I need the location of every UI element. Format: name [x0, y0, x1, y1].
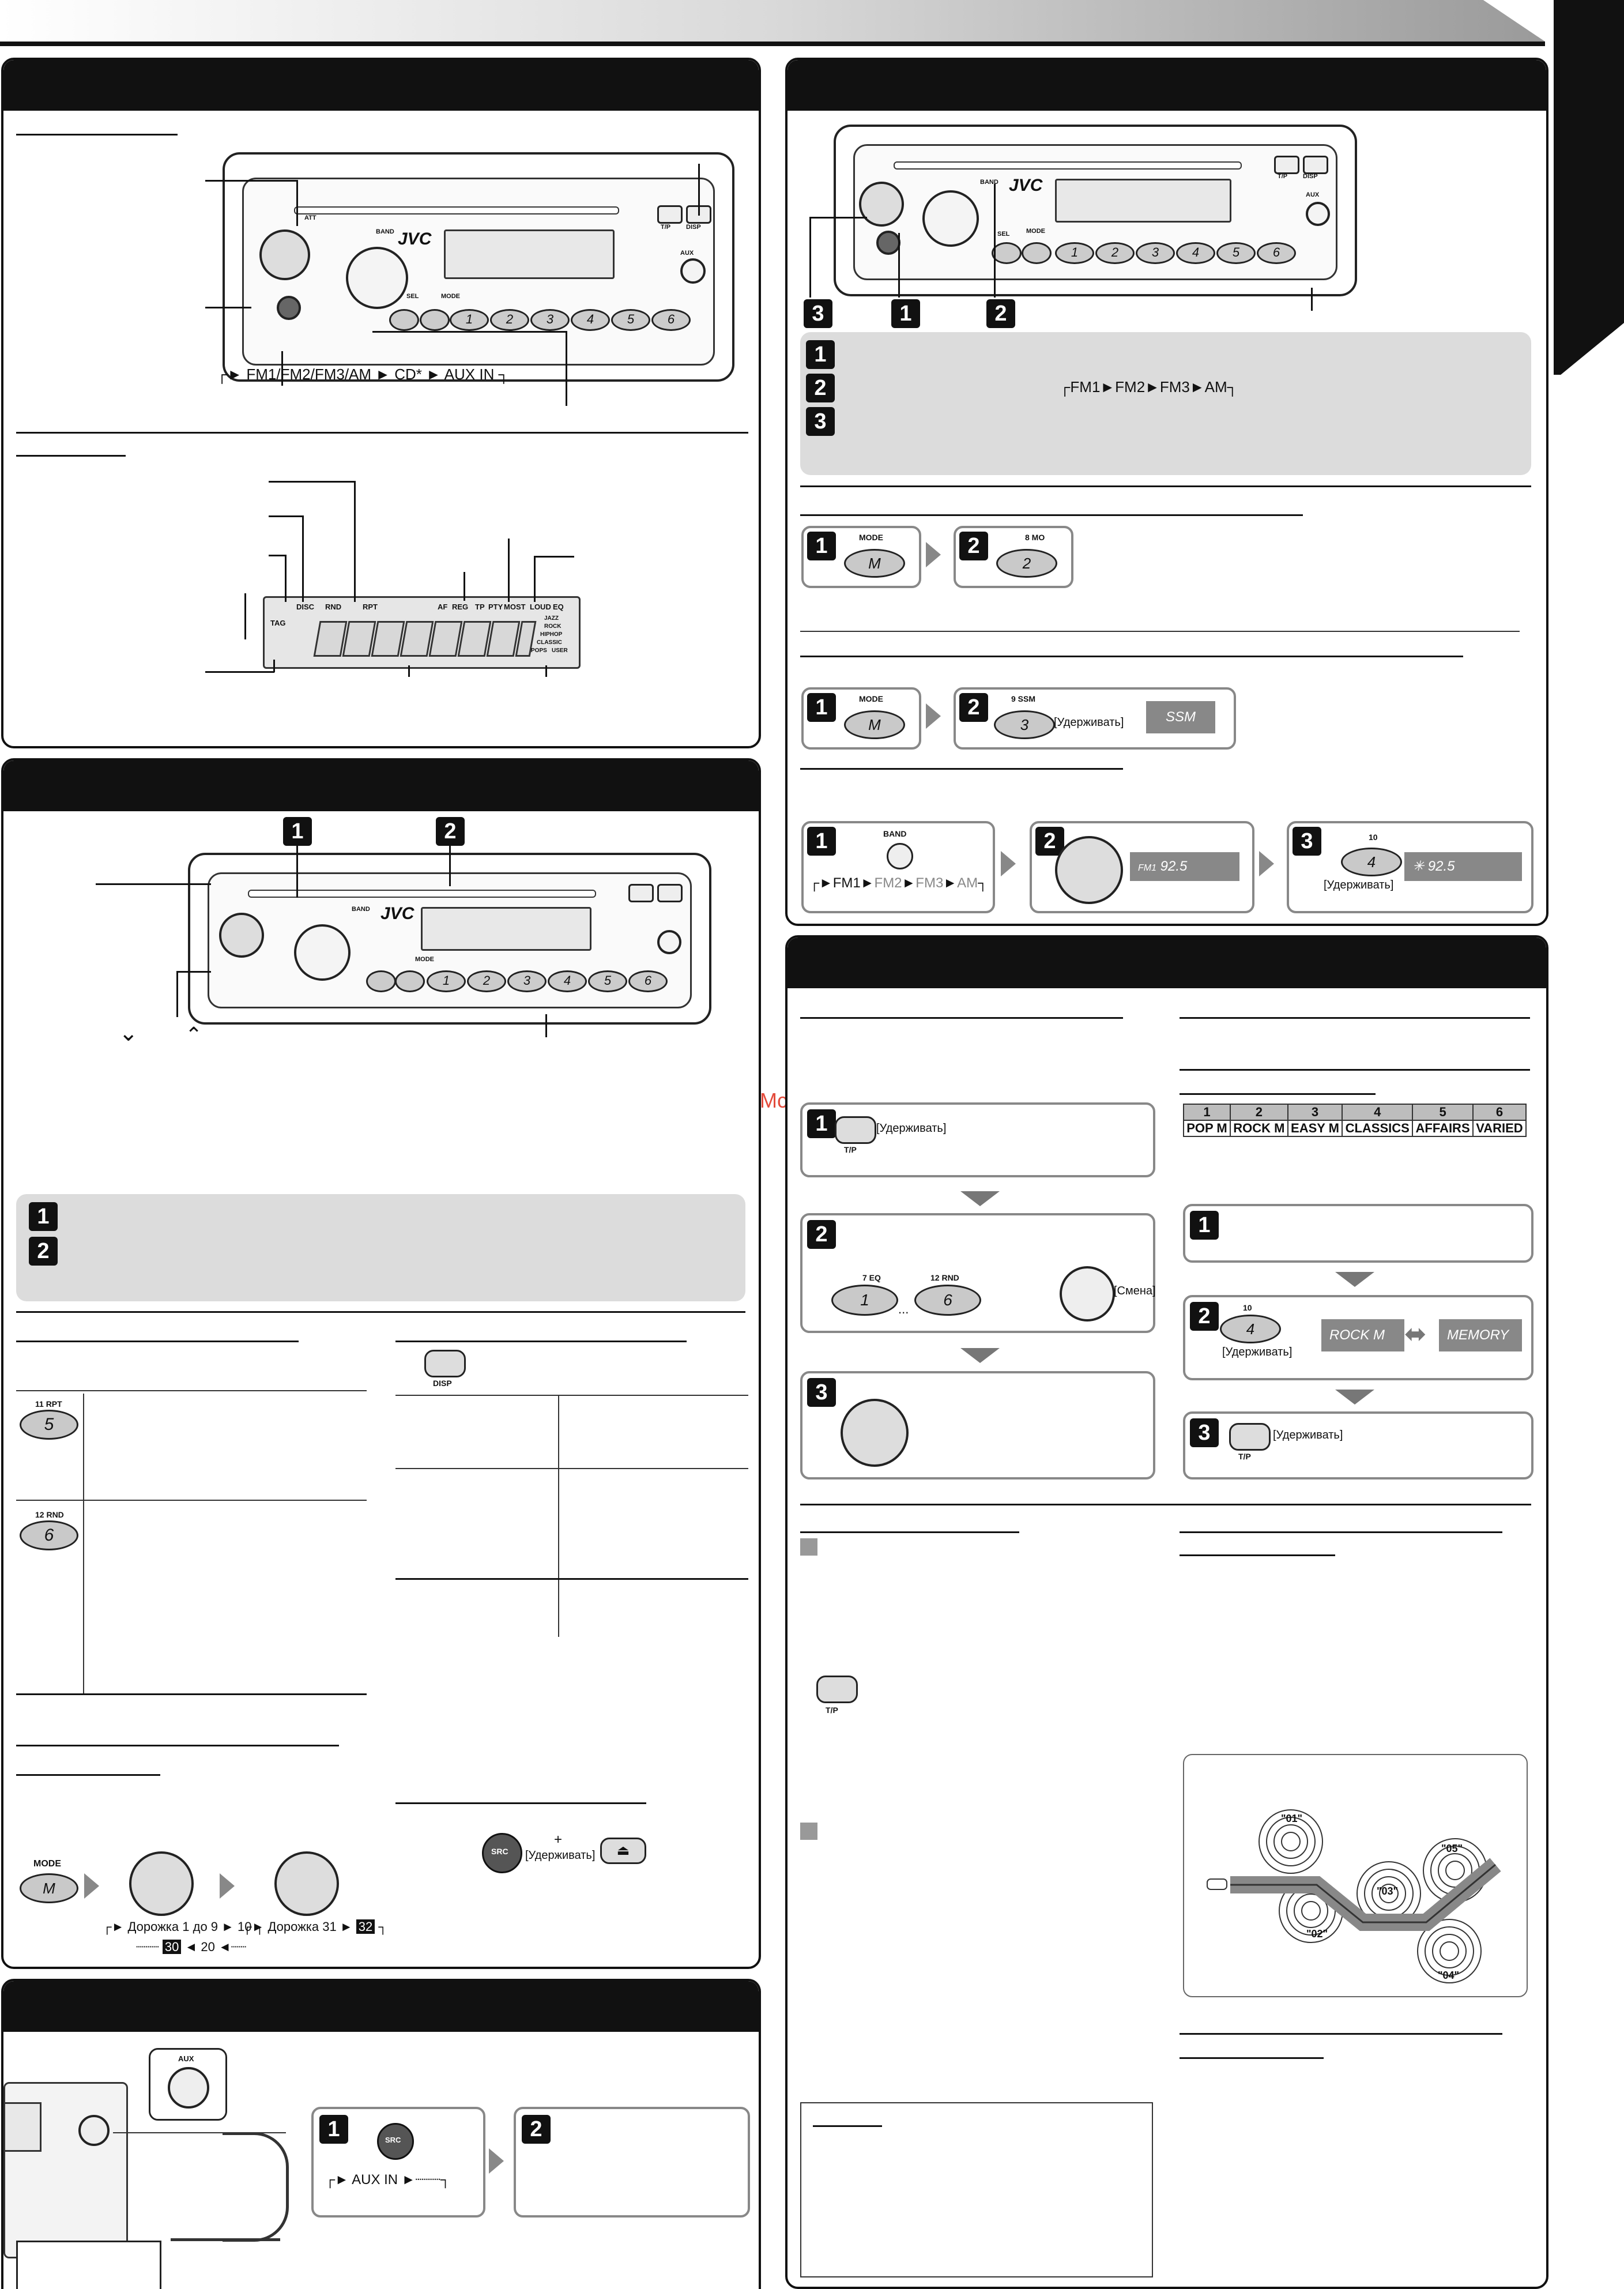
aux-zoom: AUX — [149, 2048, 227, 2121]
mode-key-ssm[interactable]: M — [844, 710, 905, 739]
band-button[interactable] — [887, 843, 913, 869]
unit-lcd — [444, 229, 615, 279]
aux-step-1: 1 SRC ┌► AUX IN ►┈┈┈┐ — [311, 2107, 485, 2218]
rnd-button[interactable]: 6 — [20, 1520, 78, 1550]
pad-up[interactable] — [129, 1851, 194, 1916]
mo-step-1: 1 MODE M — [801, 526, 921, 588]
note-box — [800, 2102, 1153, 2277]
src-button[interactable] — [277, 296, 301, 320]
rpt-button[interactable]: 5 — [20, 1410, 78, 1440]
preset-6-rnd[interactable]: 6 — [914, 1285, 981, 1316]
mode-key-cd[interactable]: M — [20, 1873, 78, 1903]
preset-2[interactable]: 2 — [490, 309, 529, 331]
preset-6[interactable]: 6 — [651, 309, 691, 331]
step-1-marker: 1 — [283, 817, 312, 846]
top-rule — [0, 42, 1545, 46]
station-map-svg — [1207, 1809, 1501, 1983]
mode-button[interactable] — [420, 309, 450, 331]
preset-4-pty[interactable]: 4 — [1220, 1315, 1281, 1343]
pty-step-2: 2 10 4 [Удерживать] ROCK M ⬌ MEMORY — [1183, 1295, 1533, 1380]
ssm-step-2: 2 9 SSM 3 [Удерживать] SSM — [954, 687, 1236, 750]
unit-illustration-tuner: T/P DISP BAND JVC AUX SEL MODE 1 2 3 4 5… — [834, 125, 1357, 296]
panel-aux: AUX 1 SRC ┌► AUX IN ►┈┈┈┐ 2 — [1, 1979, 761, 2289]
mode-key-mo[interactable]: M — [844, 549, 905, 578]
preset-4-tuner[interactable]: 4 — [1341, 848, 1402, 876]
preset-1-eq[interactable]: 1 — [831, 1285, 898, 1316]
tp-key[interactable] — [835, 1116, 876, 1144]
preset-5[interactable]: 5 — [611, 309, 650, 331]
mo-step-2: 2 8 MO 2 — [954, 526, 1073, 588]
tuner-steps-box: 1 2 3 ┌FM1►FM2►FM3►AM┐ — [800, 332, 1531, 475]
pty-step-3: 3 T/P [Удерживать] — [1183, 1411, 1533, 1479]
eject-key[interactable]: ⏏ — [600, 1838, 646, 1864]
rds-step-3: 3 — [800, 1371, 1155, 1479]
display-window: DISC RND RPT AF REG TP PTY MOST LOUD EQ … — [263, 596, 581, 669]
section-underline — [16, 134, 178, 135]
rds-knob[interactable] — [1060, 1266, 1115, 1322]
src-key-cd[interactable] — [482, 1833, 522, 1873]
rds-step-1: 1 T/P [Удерживать] — [800, 1102, 1155, 1177]
brand-logo: JVC — [398, 229, 432, 249]
aux-step-2: 2 — [514, 2107, 750, 2218]
side-tab — [1554, 0, 1624, 375]
pty-step-1: 1 — [1183, 1204, 1533, 1263]
unit-illustration: T/P DISP ATT BAND JVC AUX SEL MODE 1 2 3… — [223, 152, 734, 382]
control-pad[interactable] — [259, 229, 310, 280]
panel-overview-header — [3, 60, 759, 111]
source-sequence: ┌► FM1/FM2/FM3/AM ► CD* ► AUX IN ┐ — [217, 366, 510, 383]
top-gradient-bar — [0, 0, 1545, 42]
panel-overview: T/P DISP ATT BAND JVC AUX SEL MODE 1 2 3… — [1, 58, 761, 748]
panel-cd: 1 2 BAND JVC MODE 1 2 3 4 5 6 ⌄ ⌃ 1 2 11… — [1, 758, 761, 1969]
pad-right[interactable] — [274, 1851, 339, 1916]
ssm-step-1: 1 MODE M — [801, 687, 921, 750]
preset-step-2: 2 FM1 92.5 — [1030, 821, 1254, 913]
cd-steps-box: 1 2 — [16, 1194, 745, 1301]
preset-3[interactable]: 3 — [530, 309, 570, 331]
station-map: "01" "02" "03" "04" "05" — [1183, 1754, 1528, 1997]
preset-step-3: 3 10 4 [Удерживать] ✳ 92.5 — [1287, 821, 1533, 913]
preset-4[interactable]: 4 — [571, 309, 610, 331]
preset-1[interactable]: 1 — [450, 309, 489, 331]
tp-key-2[interactable] — [816, 1676, 858, 1703]
panel-tuner: T/P DISP BAND JVC AUX SEL MODE 1 2 3 4 5… — [785, 58, 1548, 926]
panel-rds: 1 T/P [Удерживать] 2 7 EQ 1 ... 12 RND 6… — [785, 935, 1548, 2289]
preset-2-mo[interactable]: 2 — [996, 549, 1057, 578]
preset-3-ssm[interactable]: 3 — [994, 710, 1055, 739]
disp-key[interactable] — [424, 1350, 466, 1377]
step-2-marker: 2 — [436, 817, 465, 846]
volume-knob[interactable] — [346, 247, 408, 309]
preset-step-1: 1 BAND ┌►FM1►FM2►FM3►AM┐ — [801, 821, 995, 913]
tp-button[interactable] — [657, 205, 683, 224]
aux-jack[interactable] — [680, 258, 706, 284]
rds-step-2: 2 7 EQ 1 ... 12 RND 6 [Смена] — [800, 1213, 1156, 1333]
